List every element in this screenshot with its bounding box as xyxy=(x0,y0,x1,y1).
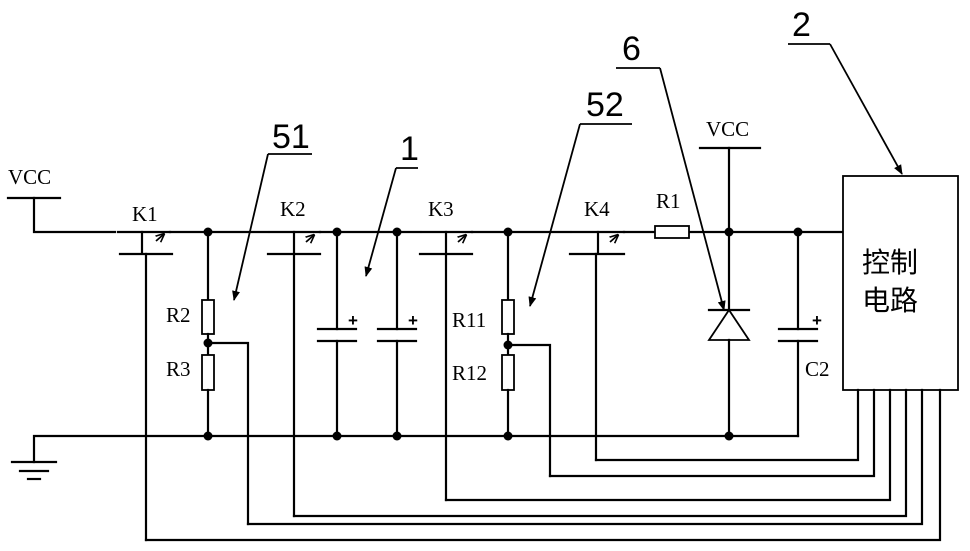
callout-2: 2 xyxy=(788,6,902,174)
control-label-line1: 控制 xyxy=(862,246,918,279)
plus-mark: + xyxy=(408,311,418,330)
r12-label: R12 xyxy=(452,361,487,385)
r11-label: R11 xyxy=(452,308,486,332)
callout-6: 6 xyxy=(616,30,724,310)
diode-6 xyxy=(709,148,749,436)
vcc-left-supply: VCC xyxy=(8,165,60,198)
ground-rail xyxy=(12,436,798,479)
resistor-r1: R1 xyxy=(655,189,689,238)
k3-label: K3 xyxy=(428,197,454,221)
r3-label: R3 xyxy=(166,357,191,381)
callout-6-label: 6 xyxy=(622,30,641,68)
r2-label: R2 xyxy=(166,303,191,327)
callout-51-label: 51 xyxy=(272,118,310,156)
plus-mark: + xyxy=(812,311,822,330)
vcc-right-supply: VCC xyxy=(700,117,760,148)
transistor-k2: K2 xyxy=(268,197,320,516)
divider-r11-r12: R11 R12 xyxy=(452,232,550,476)
k1-label: K1 xyxy=(132,202,158,226)
transistor-k1: K1 xyxy=(118,202,172,540)
callout-1-label: 1 xyxy=(400,130,419,168)
vcc-left-label: VCC xyxy=(8,165,51,189)
k4-label: K4 xyxy=(584,197,610,221)
capacitor-c2: + C2 xyxy=(779,232,830,436)
plus-mark: + xyxy=(348,311,358,330)
callout-52: 52 xyxy=(530,86,632,306)
c2-label: C2 xyxy=(805,357,830,381)
callout-52-label: 52 xyxy=(586,86,624,124)
k2-label: K2 xyxy=(280,197,306,221)
signal-lines xyxy=(146,390,940,540)
callout-2-label: 2 xyxy=(792,6,811,44)
transistor-k4: K4 xyxy=(570,197,624,460)
control-label-line2: 电路 xyxy=(862,284,918,317)
capacitor-bank: + + xyxy=(318,232,418,436)
vcc-right-label: VCC xyxy=(706,117,749,141)
control-circuit-block: 控制 电路 xyxy=(843,176,958,390)
transistor-k3: K3 xyxy=(420,197,472,500)
r1-label: R1 xyxy=(656,189,681,213)
callout-1: 1 xyxy=(366,130,419,276)
divider-r2-r3: R2 R3 xyxy=(166,232,248,524)
